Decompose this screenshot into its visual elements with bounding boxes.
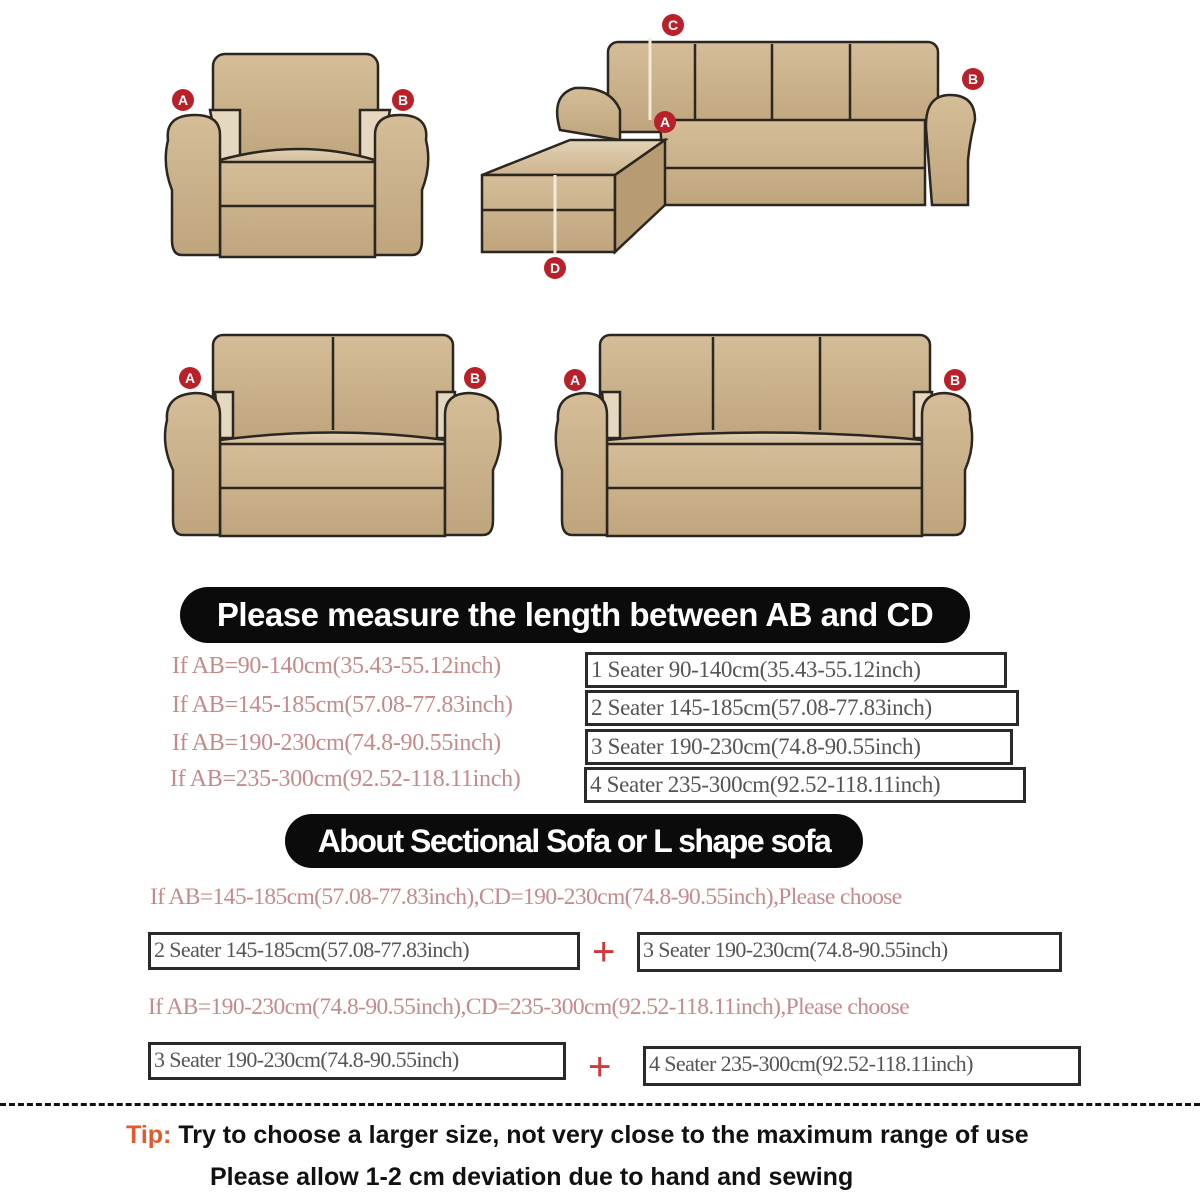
- sectional-option-b: 4 Seater 235-300cm(92.52-118.11inch): [643, 1046, 1081, 1086]
- sectional-condition: If AB=145-185cm(57.08-77.83inch),CD=190-…: [150, 884, 902, 910]
- armchair-diagram: A B: [164, 52, 430, 259]
- sectional-option-a: 2 Seater 145-185cm(57.08-77.83inch): [148, 932, 580, 970]
- marker-a: A: [178, 92, 188, 108]
- marker-a: A: [660, 114, 670, 130]
- marker-c: C: [668, 17, 678, 33]
- plus-icon: +: [592, 930, 616, 974]
- sectional-option-b: 3 Seater 190-230cm(74.8-90.55inch): [637, 932, 1062, 972]
- size-option-1-seater: 1 Seater 90-140cm(35.43-55.12inch): [585, 652, 1007, 688]
- size-option-4-seater: 4 Seater 235-300cm(92.52-118.11inch): [584, 767, 1026, 803]
- marker-a: A: [185, 370, 195, 386]
- marker-d: D: [550, 260, 560, 276]
- marker-b: B: [950, 372, 960, 388]
- size-condition: If AB=190-230cm(74.8-90.55inch): [172, 730, 501, 756]
- marker-a: A: [570, 372, 580, 388]
- sofa-diagram: A B: [554, 333, 974, 538]
- tip-line-1: Tip: Try to choose a larger size, not ve…: [126, 1121, 1029, 1150]
- loveseat-diagram: A B: [163, 333, 502, 538]
- sectional-option-a: 3 Seater 190-230cm(74.8-90.55inch): [148, 1042, 566, 1080]
- marker-b: B: [398, 92, 408, 108]
- tip-line-2: Please allow 1-2 cm deviation due to han…: [210, 1163, 854, 1191]
- size-condition: If AB=235-300cm(92.52-118.11inch): [170, 766, 521, 792]
- plus-icon: +: [588, 1045, 612, 1089]
- sectional-heading: About Sectional Sofa or L shape sofa: [285, 814, 863, 868]
- size-option-3-seater: 3 Seater 190-230cm(74.8-90.55inch): [585, 729, 1013, 765]
- marker-b: B: [968, 71, 978, 87]
- sectional-diagram: C A B D: [480, 14, 984, 279]
- marker-b: B: [470, 370, 480, 386]
- size-option-2-seater: 2 Seater 145-185cm(57.08-77.83inch): [585, 690, 1019, 726]
- measure-heading: Please measure the length between AB and…: [180, 587, 970, 643]
- tip-text-1: Try to choose a larger size, not very cl…: [178, 1121, 1029, 1149]
- sectional-condition: If AB=190-230cm(74.8-90.55inch),CD=235-3…: [148, 994, 910, 1020]
- tip-label: Tip:: [126, 1121, 172, 1149]
- size-condition: If AB=145-185cm(57.08-77.83inch): [172, 692, 513, 718]
- size-condition: If AB=90-140cm(35.43-55.12inch): [172, 653, 501, 679]
- dashed-divider: [0, 1103, 1200, 1106]
